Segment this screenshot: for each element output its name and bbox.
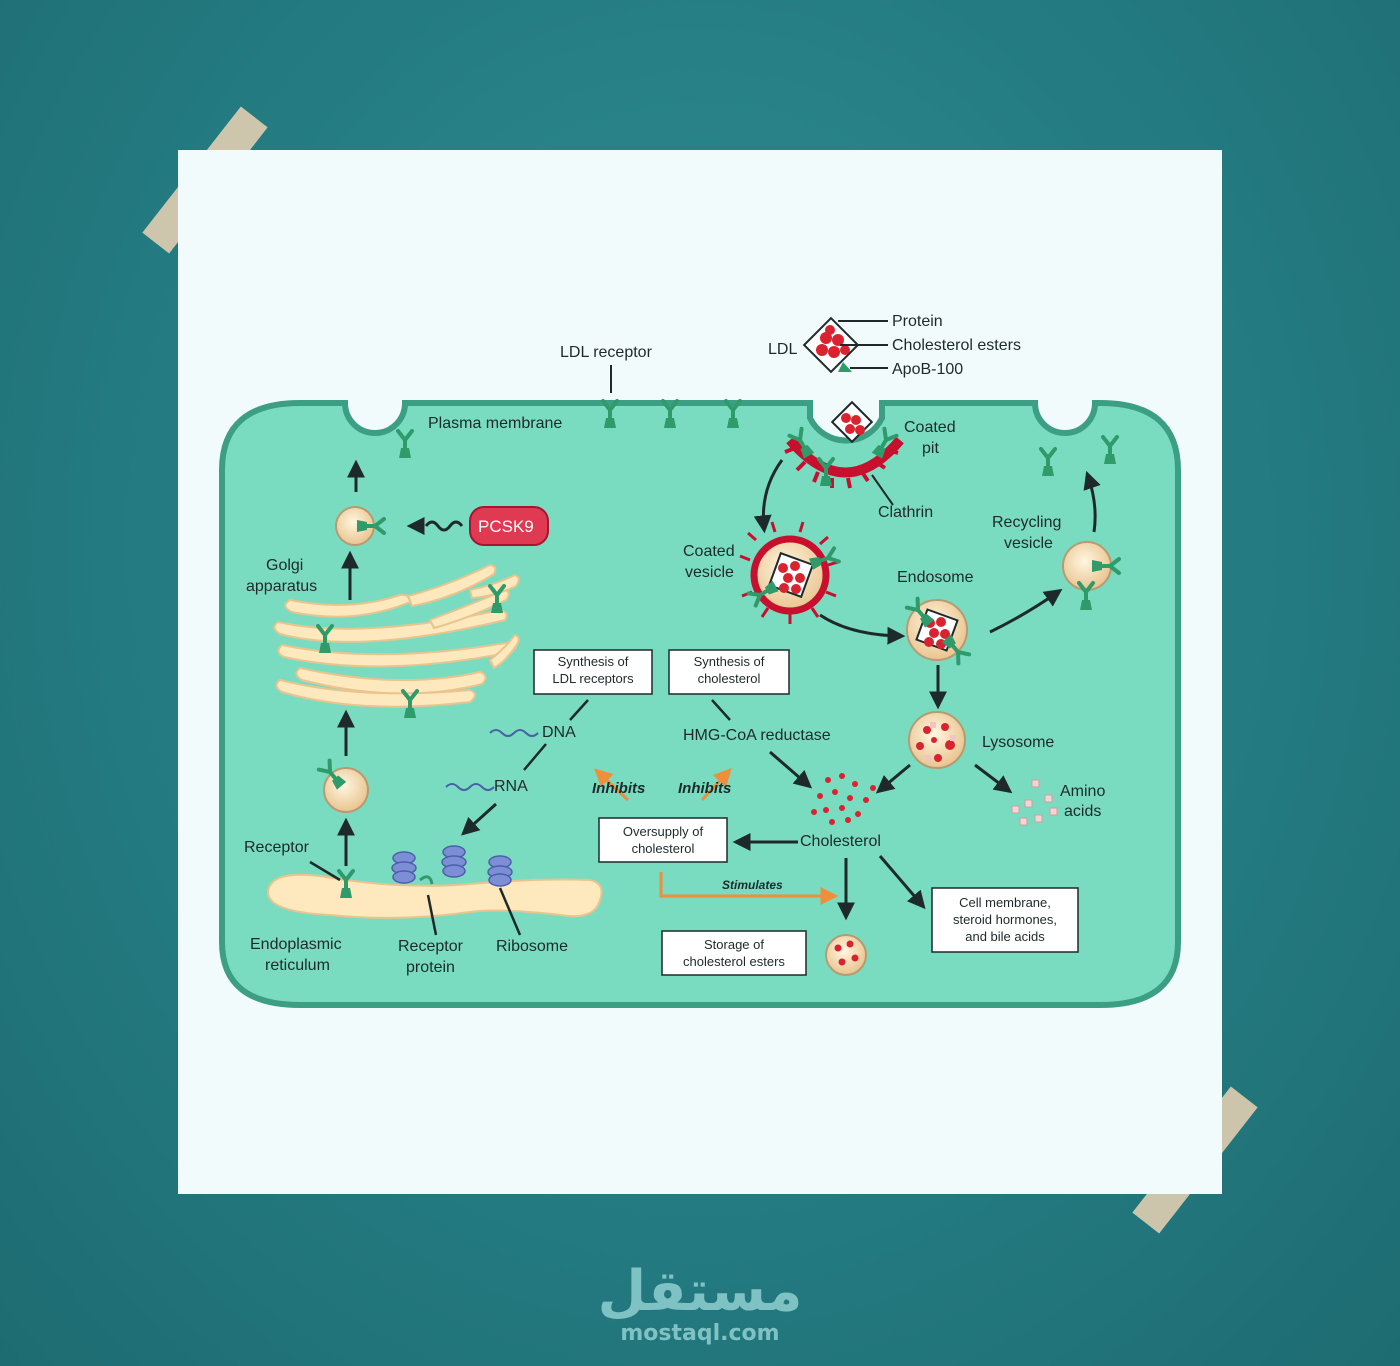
regulation-arrows xyxy=(594,768,839,905)
label-cholesterol-esters: Cholesterol esters xyxy=(892,337,1021,354)
box-cell-membrane-line2: steroid hormones, xyxy=(953,912,1057,927)
label-ldl: LDL xyxy=(768,341,797,358)
label-receptor: Receptor xyxy=(244,839,310,856)
box-synthesis-ldl xyxy=(533,649,653,695)
box-synthesis-chol-line2: cholesterol xyxy=(698,671,761,686)
label-amino-acids-2: acids xyxy=(1064,803,1101,820)
label-dna: DNA xyxy=(542,724,576,741)
label-golgi-2: apparatus xyxy=(246,578,317,595)
label-recycling-vesicle-1: Recycling xyxy=(992,514,1061,531)
golgi-vesicle xyxy=(335,506,386,546)
label-inhibits-right: Inhibits xyxy=(678,780,731,797)
pathway-arrows xyxy=(337,459,1101,921)
label-plasma-membrane: Plasma membrane xyxy=(428,415,562,432)
label-endosome: Endosome xyxy=(897,569,974,586)
cholesterol-molecules xyxy=(811,773,876,825)
rna-strand xyxy=(445,783,495,791)
box-synthesis-chol xyxy=(668,649,790,695)
golgi-apparatus xyxy=(273,563,520,708)
label-stimulates: Stimulates xyxy=(722,878,783,892)
label-er-1: Endoplasmic xyxy=(250,936,342,953)
label-receptor-protein-1: Receptor xyxy=(398,938,464,955)
label-recycling-vesicle-2: vesicle xyxy=(1004,535,1053,552)
label-coated-pit-1: Coated xyxy=(904,419,956,436)
label-lysosome: Lysosome xyxy=(982,734,1054,751)
label-coated-pit-2: pit xyxy=(922,440,939,457)
label-apob: ApoB-100 xyxy=(892,361,963,378)
label-coated-vesicle-2: vesicle xyxy=(685,564,734,581)
box-cell-membrane-line3: and bile acids xyxy=(965,929,1045,944)
er-vesicle xyxy=(316,758,369,813)
label-coated-vesicle-1: Coated xyxy=(683,543,735,560)
label-amino-acids-1: Amino xyxy=(1060,783,1105,800)
connector-lines xyxy=(309,699,731,936)
label-ribosome: Ribosome xyxy=(496,938,568,955)
label-er-2: reticulum xyxy=(265,957,330,974)
box-synthesis-chol-line1: Synthesis of xyxy=(694,654,765,669)
label-hmg: HMG-CoA reductase xyxy=(683,727,831,744)
ldl-particle xyxy=(802,316,888,374)
amino-acid-fragments xyxy=(1011,779,1058,826)
box-oversupply xyxy=(598,817,728,863)
box-oversupply-line2: cholesterol xyxy=(632,841,695,856)
lysosome xyxy=(908,711,966,769)
box-synthesis-ldl-line1: Synthesis of xyxy=(558,654,629,669)
label-ldl-receptor: LDL receptor xyxy=(560,344,653,361)
box-cell-membrane-line1: Cell membrane, xyxy=(959,895,1051,910)
label-pcsk9: PCSK9 xyxy=(478,517,534,536)
box-storage xyxy=(661,930,807,976)
pcsk9-badge xyxy=(406,506,549,546)
storage-vesicle xyxy=(825,934,867,976)
dna-strand xyxy=(489,729,539,737)
label-cholesterol: Cholesterol xyxy=(800,833,881,850)
coated-vesicle xyxy=(739,521,841,624)
box-cell-membrane xyxy=(931,887,1079,953)
label-clathrin: Clathrin xyxy=(878,504,933,521)
label-golgi-1: Golgi xyxy=(266,557,303,574)
watermark-url: mostaql.com xyxy=(620,1321,779,1346)
box-synthesis-ldl-line2: LDL receptors xyxy=(552,671,634,686)
label-inhibits-left: Inhibits xyxy=(592,780,645,797)
endosome xyxy=(904,596,972,666)
watermark-arabic: مستقل xyxy=(598,1259,803,1324)
label-rna: RNA xyxy=(494,778,528,795)
label-protein: Protein xyxy=(892,313,943,330)
box-oversupply-line1: Oversupply of xyxy=(623,824,704,839)
coated-pit xyxy=(784,400,904,506)
label-receptor-protein-2: protein xyxy=(406,959,455,976)
box-storage-line1: Storage of xyxy=(704,937,764,952)
box-storage-line2: cholesterol esters xyxy=(683,954,785,969)
recycling-vesicle xyxy=(1062,541,1121,612)
endoplasmic-reticulum xyxy=(266,845,603,919)
